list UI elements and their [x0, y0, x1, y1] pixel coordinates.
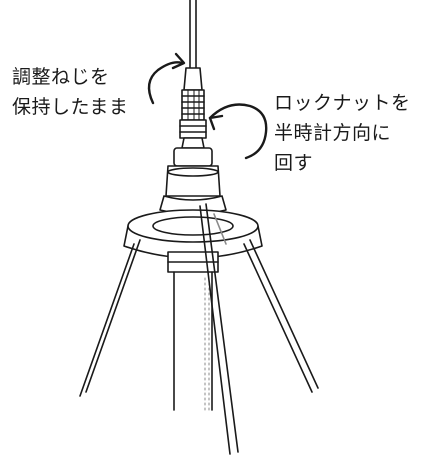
annotation-turn-locknut: ロックナットを 半時計方向に 回す — [274, 88, 411, 178]
antenna-whip — [183, 0, 203, 91]
radial-hub — [123, 209, 263, 273]
annotation-line: 調整ねじを — [12, 66, 110, 88]
hold-arrow-icon — [147, 52, 186, 105]
antenna-body — [159, 147, 227, 215]
lock-nut — [179, 119, 207, 149]
annotation-hold-screw: 調整ねじを 保持したまま — [12, 62, 128, 122]
annotation-line: 半時計方向に — [274, 122, 392, 144]
annotation-line: ロックナットを — [274, 92, 411, 114]
annotation-line: 保持したまま — [12, 96, 129, 118]
annotation-line: 回す — [274, 152, 314, 174]
adjustment-screw — [181, 89, 205, 121]
rotate-arrow-icon — [208, 103, 268, 160]
mast-pipe — [173, 271, 213, 411]
radials — [79, 203, 319, 455]
